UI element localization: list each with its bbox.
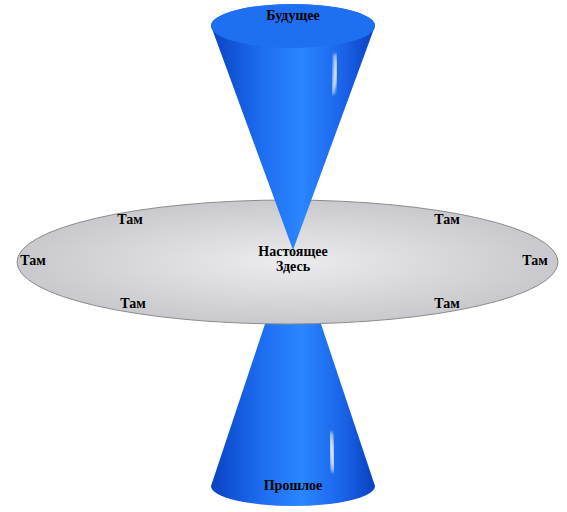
cone-up-outline	[205, 2, 381, 252]
plane-label: Там	[522, 253, 548, 268]
plane-label: Там	[117, 212, 143, 227]
cone-label: Будущее	[266, 8, 319, 23]
future-cone: Будущее	[205, 2, 381, 252]
plane-label: Там	[434, 296, 460, 311]
cone-label: Прошлое	[264, 478, 323, 493]
plane-label: Настоящее Здесь	[247, 244, 339, 275]
plane-label: Там	[120, 296, 146, 311]
plane-label: Там	[434, 212, 460, 227]
plane-label: Там	[20, 253, 46, 268]
